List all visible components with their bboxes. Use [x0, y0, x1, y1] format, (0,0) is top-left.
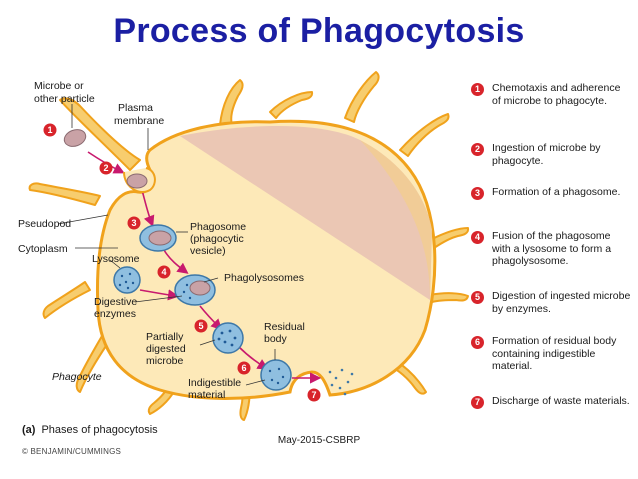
lysosome-enzymes	[118, 272, 135, 290]
marker-3-text: 3	[131, 218, 136, 228]
marker-6-text: 6	[241, 363, 246, 373]
step-2-badge: 2	[471, 143, 484, 156]
partially-digested-vesicle	[212, 322, 244, 354]
marker-2-text: 2	[103, 163, 108, 173]
label-phagolysosomes: Phagolysosomes	[224, 272, 304, 284]
label-partially-digested-line1: Partially	[146, 331, 184, 343]
arrow-2-3	[141, 189, 155, 227]
marker-3: 3	[127, 216, 141, 230]
label-microbe: Microbe or other particle	[34, 80, 95, 105]
label-indigestible-line1: Indigestible	[188, 377, 241, 389]
label-lysosome: Lysosome	[92, 253, 140, 265]
step-7-badge: 7	[471, 396, 484, 409]
arrow-lys	[139, 289, 180, 301]
marker-4-text: 4	[161, 267, 166, 277]
microbe	[63, 129, 87, 147]
marker-1-text: 1	[47, 125, 52, 135]
label-microbe-line1: Microbe or	[34, 80, 84, 92]
label-plasma-membrane-line1: Plasma	[118, 102, 153, 114]
phagolysosome-enzymes	[182, 283, 192, 300]
label-phagosome-line2: (phagocytic	[190, 233, 244, 245]
step-6-text: Formation of residual body containing in…	[492, 335, 617, 372]
phagosome-microbe	[148, 230, 172, 246]
label-digestive-enzymes-line1: Digestive	[94, 296, 137, 308]
marker-7-text: 7	[311, 390, 316, 400]
process-arrows	[87, 151, 322, 384]
marker-5-text: 5	[198, 321, 203, 331]
step-3-text: Formation of a phagosome.	[492, 186, 621, 198]
label-indigestible-line2: material	[188, 389, 225, 401]
label-phagosome-line1: Phagosome	[190, 221, 246, 233]
step-5-badge: 5	[471, 291, 484, 304]
marker-1: 1	[43, 123, 57, 137]
label-plasma-membrane-line2: membrane	[114, 115, 164, 127]
marker-7: 7	[307, 388, 321, 402]
residual-body	[260, 359, 292, 391]
label-leaders	[57, 104, 276, 386]
label-phagocyte: Phagocyte	[52, 371, 102, 383]
label-residual-body-line1: Residual	[264, 321, 305, 333]
discharged-waste	[328, 368, 354, 396]
marker-2: 2	[99, 161, 113, 175]
diagram-step-markers: 1 2 3 4 5 6 7	[43, 123, 321, 402]
residual-fragments	[268, 367, 285, 385]
step-6-badge: 6	[471, 336, 484, 349]
pseudopods	[28, 71, 470, 421]
label-residual-body: Residual body	[264, 321, 308, 345]
step-4-badge: 4	[471, 231, 484, 244]
label-phagosome-line3: vesicle)	[190, 245, 226, 257]
footer-text: May-2015-CSBRP	[277, 435, 361, 446]
step-1-text: Chemotaxis and adherence of microbe to p…	[492, 82, 621, 107]
label-microbe-line2: other particle	[34, 93, 95, 105]
caption-letter: (a)	[22, 424, 36, 436]
figure-caption: (a) Phases of phagocytosis	[22, 424, 158, 436]
arrow-3-4	[163, 249, 189, 274]
cut-face-shading	[360, 140, 432, 300]
cut-face	[180, 126, 432, 300]
step-4-text: Fusion of the phagosome with a lysosome …	[492, 230, 612, 267]
step-1-badge: 1	[471, 83, 484, 96]
digested-fragments	[217, 329, 237, 347]
label-partially-digested-line3: microbe	[146, 355, 184, 367]
label-partially-digested-line2: digested	[146, 343, 186, 355]
marker-5: 5	[194, 319, 208, 333]
ingested-microbe	[126, 173, 148, 189]
label-indigestible: Indigestible material	[188, 377, 244, 401]
copyright-notice: © BENJAMIN/CUMMINGS	[22, 447, 122, 456]
page-title: Process of Phagocytosis	[113, 12, 525, 50]
label-digestive-enzymes: Digestive enzymes	[94, 296, 140, 320]
label-phagosome: Phagosome (phagocytic vesicle)	[190, 221, 249, 257]
label-residual-body-line2: body	[264, 333, 288, 345]
label-cytoplasm: Cytoplasm	[18, 243, 68, 255]
phagolysosome-microbe	[189, 280, 211, 296]
marker-6: 6	[237, 361, 251, 375]
label-digestive-enzymes-line2: enzymes	[94, 308, 136, 320]
step-7-text: Discharge of waste materials.	[492, 395, 630, 407]
label-pseudopod: Pseudopod	[18, 218, 71, 230]
label-plasma-membrane: Plasma membrane	[114, 102, 164, 127]
step-2-text: Ingestion of microbe by phagocyte.	[492, 142, 601, 167]
marker-4: 4	[157, 265, 171, 279]
step-5-text: Digestion of ingested microbe by enzymes…	[492, 290, 631, 315]
caption-text: Phases of phagocytosis	[41, 424, 158, 436]
lysosome	[113, 266, 141, 294]
label-partially-digested: Partially digested microbe	[146, 331, 189, 367]
step-3-badge: 3	[471, 187, 484, 200]
